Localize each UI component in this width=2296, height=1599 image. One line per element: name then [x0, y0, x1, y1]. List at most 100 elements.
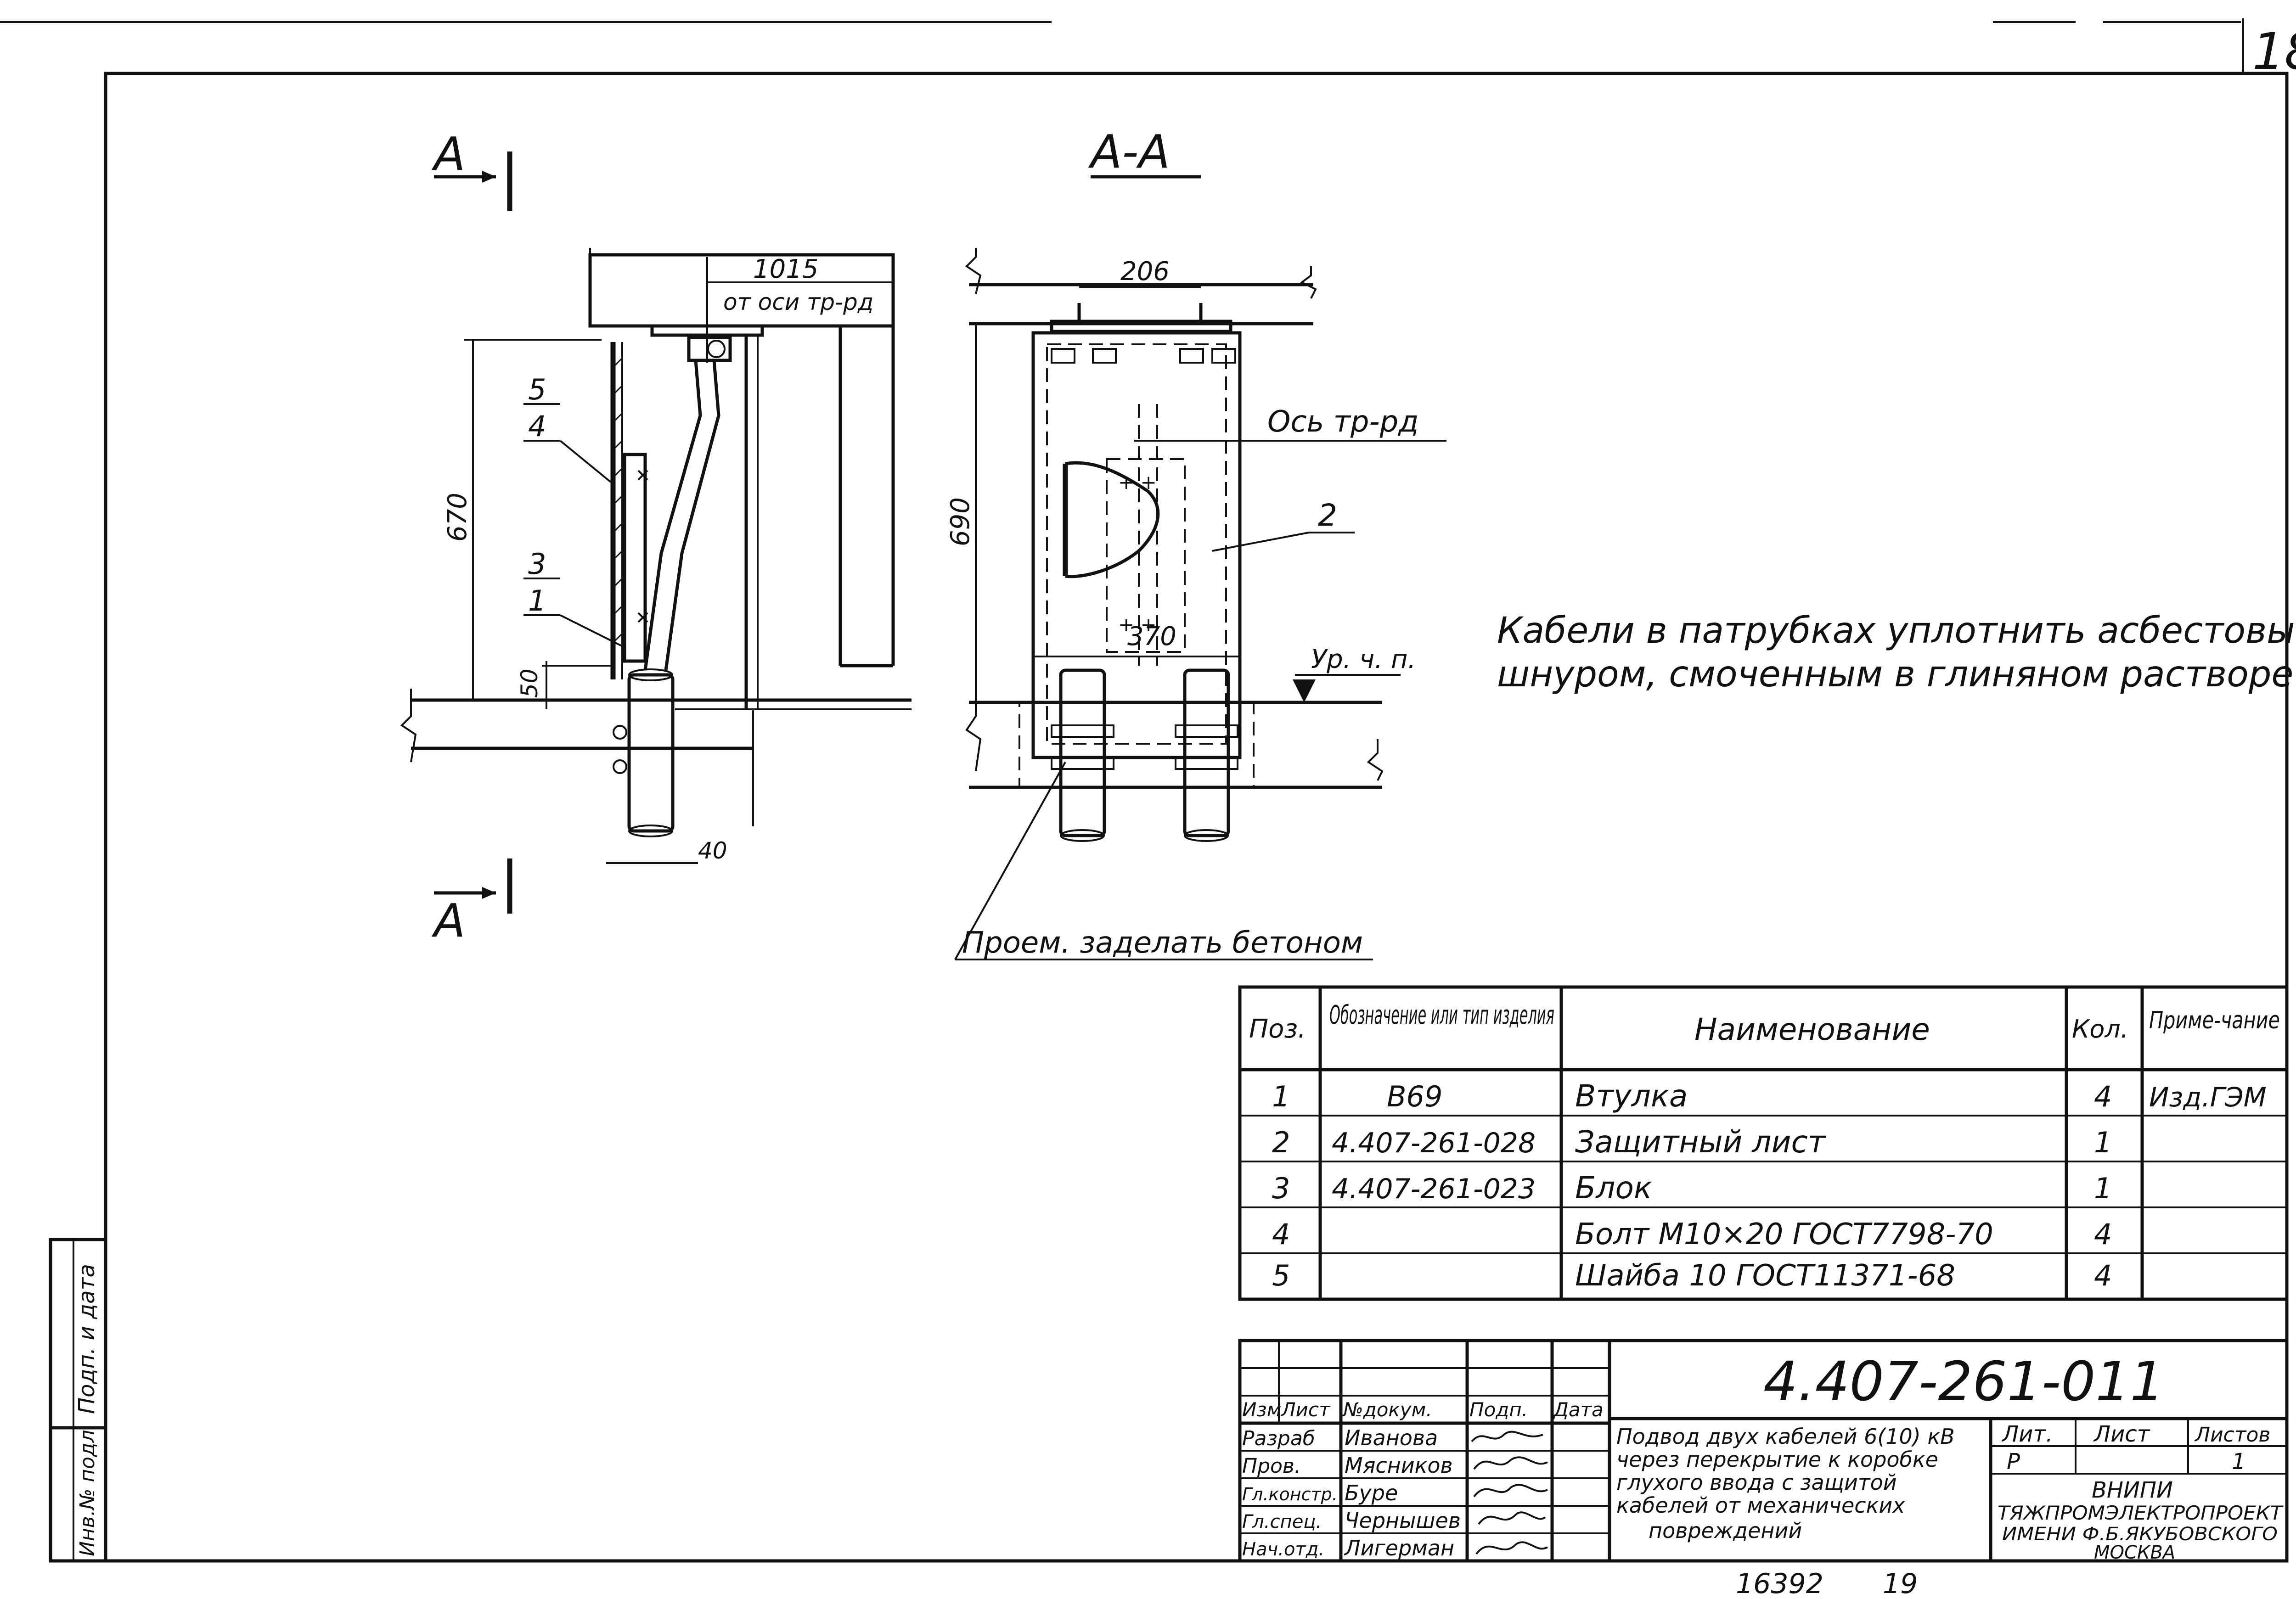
name-chief-designer: Буре — [1345, 1481, 1398, 1505]
name-head-dept: Лигерман — [1344, 1536, 1454, 1560]
spec-row-2-designation: 4.407-261-028 — [1332, 1127, 1536, 1159]
aa-floor-break-right — [1367, 739, 1384, 781]
opening-note-leader — [954, 762, 1066, 960]
bolt-mark-bottom-2 — [637, 612, 648, 623]
bracket-bolt — [707, 340, 726, 358]
sleeve — [627, 673, 675, 833]
callout-5: 5 — [528, 373, 546, 406]
aa-dim-370: 370 — [1127, 622, 1176, 651]
org-line-1: ВНИПИ — [2092, 1477, 2173, 1503]
spec-row-5-name: Шайба 10 ГОСТ11371-68 — [1575, 1259, 1955, 1293]
section-view: А-А + + + + Ось тр-рд 2 — [945, 125, 1446, 960]
spec-header-designation: Обозначение или тип изделия — [1329, 1000, 1554, 1030]
aa-ceiling-break-right — [1300, 266, 1317, 299]
aa-block — [1106, 458, 1186, 653]
section-title: А-А — [1088, 125, 1170, 179]
name-checker: Мясников — [1345, 1453, 1453, 1478]
title-line-5: повреждений — [1649, 1518, 1802, 1543]
aa-ceiling-break-left — [965, 248, 982, 294]
side-stamp-box — [49, 1238, 107, 1563]
spec-table: Поз. Обозначение или тип изделия Наимено… — [1238, 985, 2289, 1301]
spec-row-1-name: Втулка — [1575, 1078, 1688, 1114]
callout-3: 3 — [528, 547, 546, 581]
section-mark-bottom-arrowhead — [482, 887, 496, 899]
doc-number: 4.407-261-011 — [1763, 1350, 2164, 1413]
spec-row-1-designation: В69 — [1387, 1080, 1442, 1113]
callout-1: 1 — [528, 584, 546, 617]
section-mark-bottom-letter: А — [431, 894, 465, 948]
spec-header-name: Наименование — [1694, 1012, 1930, 1047]
spec-row-1-note: Изд.ГЭМ — [2149, 1082, 2267, 1113]
aa-dim-690: 690 — [945, 497, 975, 546]
spec-row-3-qty: 1 — [2094, 1172, 2112, 1205]
aa-callout-2: 2 — [1318, 498, 1337, 533]
dim-1015: 1015 — [753, 254, 819, 284]
aa-sleeve-right — [1175, 668, 1238, 842]
aa-callout-2-leader — [1212, 532, 1309, 552]
spec-row-2-name: Защитный лист — [1575, 1124, 1827, 1160]
lit-value: Р — [2007, 1449, 2020, 1475]
callout-4-leader — [559, 440, 612, 483]
aa-axis-label: Ось тр-рд — [1267, 405, 1419, 439]
spec-row-3-pos: 3 — [1272, 1172, 1290, 1205]
section-mark-top-arrowhead — [482, 171, 496, 183]
sleeve-bolt-1 — [613, 725, 627, 740]
main-note-line-2: шнуром, смоченным в глиняном растворе — [1497, 654, 2293, 695]
lit-header: Лит. — [2001, 1421, 2053, 1447]
title-line-2: через перекрытие к коробке — [1616, 1447, 1938, 1472]
signature-5 — [1475, 1541, 1548, 1555]
aa-cutaway — [1065, 461, 1160, 578]
bottom-number-right: 19 — [1883, 1568, 1918, 1599]
spec-row-2-qty: 1 — [2094, 1126, 2112, 1159]
change-header-date: Дата — [1553, 1398, 1604, 1421]
bottom-number-left: 16392 — [1736, 1568, 1823, 1599]
opening-note: Проем. заделать бетоном — [962, 926, 1363, 960]
spec-row-4-qty: 4 — [2094, 1217, 2112, 1251]
dim-40: 40 — [698, 837, 727, 864]
spec-row-2-pos: 2 — [1272, 1126, 1290, 1159]
change-header-izm: Изм — [1242, 1398, 1281, 1421]
aa-flange — [1050, 320, 1232, 333]
aa-level-label: Ур. ч. п. — [1311, 645, 1416, 674]
sheets-value: 1 — [2232, 1449, 2246, 1475]
aa-cross-2: + + — [1118, 613, 1157, 636]
org-line-3: ИМЕНИ Ф.Б.ЯКУБОВСКОГО — [2002, 1524, 2278, 1545]
dim-from-axis: от оси тр-рд — [723, 289, 873, 315]
role-chief-specialist: Гл.спец. — [1242, 1511, 1322, 1532]
role-chief-designer: Гл.констр. — [1242, 1484, 1338, 1504]
spec-header-qty: Кол. — [2072, 1015, 2128, 1044]
spec-row-5-pos: 5 — [1272, 1259, 1290, 1292]
sheet-number: 18 — [2252, 22, 2296, 81]
sheet-header: Лист — [2093, 1421, 2151, 1447]
block — [623, 453, 647, 663]
title-block: Изм Лист №докум. Подп. Дата Разраб Ивано… — [1238, 1339, 2289, 1563]
aa-bolt-a — [1051, 348, 1075, 364]
name-developer: Иванова — [1345, 1425, 1438, 1450]
aa-sleeve-left — [1051, 668, 1114, 842]
sleeve-top — [628, 668, 673, 681]
spec-row-1-pos: 1 — [1272, 1080, 1290, 1113]
aa-bolt-b — [1092, 348, 1117, 364]
callout-4: 4 — [528, 410, 546, 443]
aa-floor-break-left — [965, 689, 982, 772]
cable-outer-left — [643, 360, 702, 671]
aa-dim-206: 206 — [1120, 257, 1170, 286]
spec-header-note: Приме-чание — [2149, 1007, 2280, 1034]
spec-row-4-name: Болт М10×20 ГОСТ7798-70 — [1575, 1217, 1993, 1251]
spec-row-3-designation: 4.407-261-023 — [1332, 1173, 1536, 1205]
role-checker: Пров. — [1242, 1454, 1301, 1478]
org-line-4: МОСКВА — [2094, 1542, 2175, 1563]
signature-2 — [1473, 1456, 1548, 1470]
aa-cross-1: + + — [1118, 471, 1157, 494]
side-stamp: Подп. и дата Инв.№ подл. — [49, 1238, 107, 1563]
aa-level-triangle — [1293, 679, 1316, 702]
side-stamp-sign-date: Подп. и дата — [74, 1264, 100, 1414]
spec-header-pos: Поз. — [1249, 1014, 1306, 1044]
aa-cabinet-inner — [1046, 343, 1227, 745]
role-head-dept: Нач.отд. — [1242, 1539, 1324, 1560]
aa-bolt-c — [1179, 348, 1204, 364]
protective-sheet-hatch — [612, 357, 623, 644]
spec-row-5-qty: 4 — [2094, 1259, 2112, 1292]
aa-bolt-d — [1211, 348, 1236, 364]
